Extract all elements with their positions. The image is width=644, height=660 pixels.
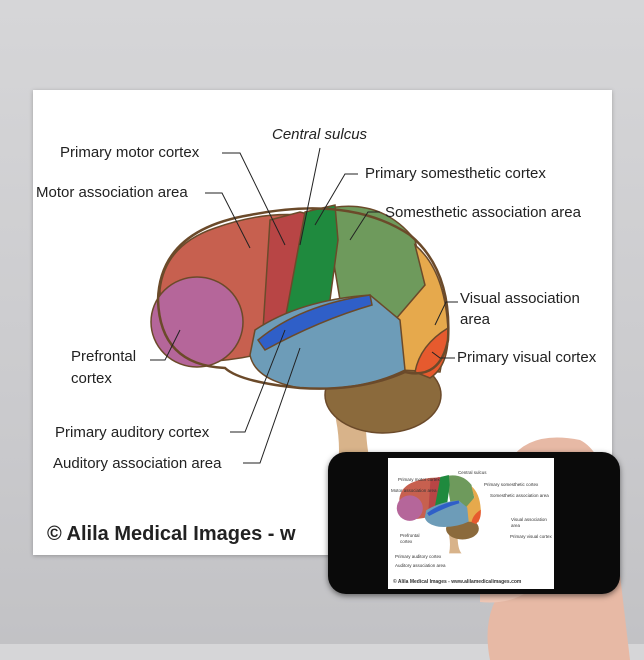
label-visual-association-1: Visual association	[460, 290, 580, 307]
brain-illustration	[150, 147, 458, 482]
label-primary-somesthetic-cortex: Primary somesthetic cortex	[365, 165, 546, 182]
label-auditory-association-area: Auditory association area	[53, 455, 222, 472]
label-primary-motor-cortex: Primary motor cortex	[60, 144, 200, 161]
phone-copyright: © Alila Medical Images - www.alilamedica…	[393, 579, 522, 585]
prefrontal-cortex	[150, 276, 244, 368]
phone-label-primary-somesthetic: Primary somesthetic cortex	[484, 482, 539, 487]
copyright-text: © Alila Medical Images - w	[47, 523, 296, 545]
phone-label-central-sulcus: Central sulcus	[458, 470, 487, 475]
phone-label-primary-motor: Primary motor cortex	[398, 477, 440, 482]
label-motor-association-area: Motor association area	[36, 184, 188, 201]
phone-label-somesthetic-association: Somesthetic association area	[490, 493, 549, 498]
phone-brain-illustration	[396, 474, 481, 554]
label-prefrontal-1: Prefrontal	[71, 348, 137, 365]
phone: Primary motor cortex Motor association a…	[328, 452, 620, 594]
phone-screen: Primary motor cortex Motor association a…	[388, 458, 554, 589]
poster: Central sulcus Primary motor cortex Moto…	[33, 90, 612, 555]
label-somesthetic-association-area: Somesthetic association area	[385, 204, 581, 221]
phone-label-prefrontal-1: Prefrontal	[400, 533, 420, 538]
phone-label-primary-auditory: Primary auditory cortex	[395, 554, 442, 559]
phone-label-motor-association: Motor association area	[391, 488, 437, 493]
phone-label-prefrontal-2: cortex	[400, 539, 413, 544]
phone-label-primary-visual: Primary visual cortex	[510, 534, 552, 539]
label-visual-association-2: area	[460, 311, 491, 328]
phone-label-visual-association-2: area	[511, 523, 521, 528]
phone-label-auditory-association: Auditory association area	[395, 563, 446, 568]
label-central-sulcus: Central sulcus	[272, 126, 368, 143]
label-prefrontal-2: cortex	[71, 370, 112, 387]
primary-auditory-cortex	[256, 294, 373, 351]
label-primary-auditory-cortex: Primary auditory cortex	[55, 424, 210, 441]
label-primary-visual-cortex: Primary visual cortex	[457, 349, 597, 366]
phone-label-visual-association-1: Visual association	[511, 517, 547, 522]
